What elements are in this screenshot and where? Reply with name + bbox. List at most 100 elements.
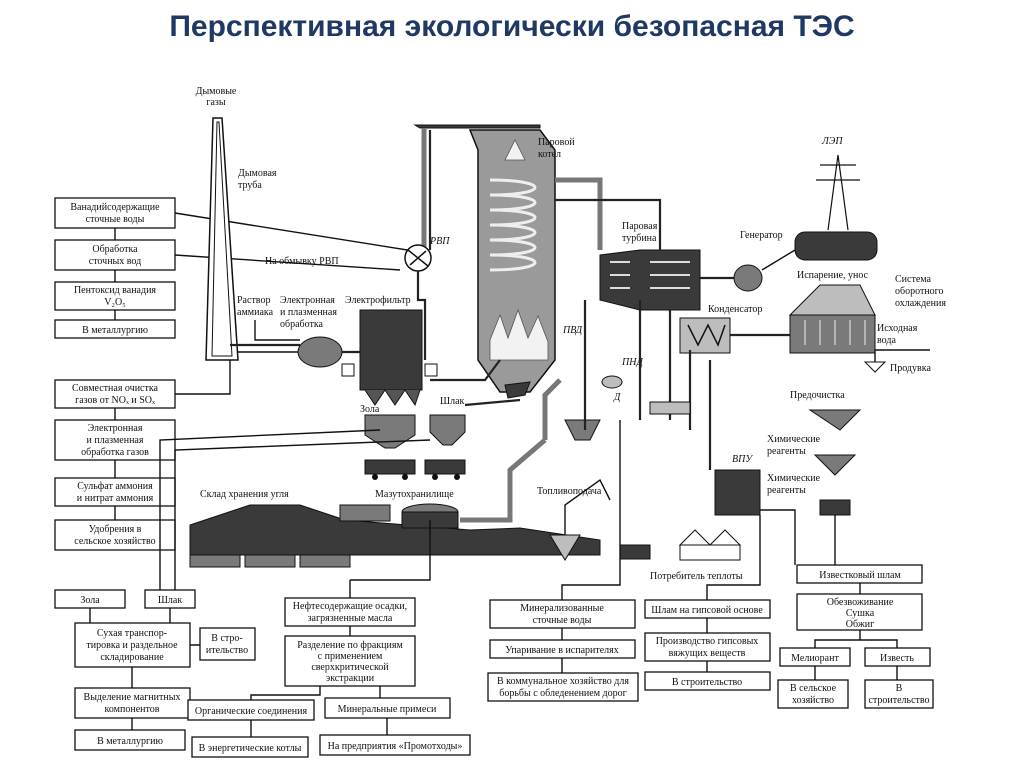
condenser-cooling: Конденсатор Испарение, унос Система обор…: [679, 270, 946, 374]
box-fertilizers: [54, 519, 176, 551]
chimney-line2: труба: [238, 180, 262, 191]
pretreatment-label: Предочистка: [790, 390, 845, 401]
fuel-area: Склад хранения угля Мазутохранилище Топл…: [189, 378, 743, 582]
bottom-right: Минерализованные сточные воды Упаривание…: [487, 420, 934, 709]
dewatering-line3: Обжиг: [846, 619, 874, 630]
oil-sludge-line2: загрязненные масла: [308, 613, 393, 624]
box-fractionation: [284, 635, 416, 687]
line-cleaning-to-plasma: [175, 351, 300, 395]
lime-label: Известь: [880, 653, 914, 664]
steam-boiler-line2: котел: [538, 149, 561, 160]
cooling-line2: оборотного: [895, 286, 944, 297]
water-treatment: Предочистка Химические реагенты Химическ…: [562, 300, 862, 565]
d-label: Д: [613, 392, 621, 403]
cooling-line3: охлаждения: [895, 298, 946, 309]
joint-cleaning-line2: газов от NOₓ и SOₓ: [75, 395, 155, 406]
gypsum-sludge-label: Шлам на гипсовой основе: [651, 605, 763, 616]
electron-plasma-line2: и плазменная: [280, 307, 337, 318]
generator-label: Генератор: [740, 230, 783, 241]
bottom-mid-connectors: [250, 580, 388, 737]
chem-reagents-2-line2: реагенты: [767, 485, 806, 496]
ash-hopper: [364, 414, 416, 449]
fractionation-line2: с применением: [318, 651, 383, 662]
steam-boiler-line1: Паровой: [538, 137, 575, 148]
ash-truck: [364, 459, 416, 475]
in-construction-right-label: В строительство: [672, 677, 742, 688]
electron-plasma-line3: обработка: [280, 319, 324, 330]
electron-plasma-line1: Электронная: [280, 295, 335, 306]
box-agriculture: [777, 679, 849, 709]
pvd-label: ПВД: [562, 325, 583, 336]
power-line-label: ЛЭП: [821, 136, 843, 147]
dry-transport-line1: Сухая транспор-: [97, 628, 167, 639]
slag-truck: [424, 459, 466, 475]
box-promotkhody: [319, 734, 471, 756]
dewatering-line2: Сушка: [846, 608, 875, 619]
ammonia-line2: аммиака: [237, 307, 274, 318]
steam-turbine: [599, 249, 701, 311]
box-in-construction-left: [199, 627, 256, 661]
evaporation-label: Испарение, унос: [797, 270, 869, 281]
pnd-label: ПНД: [621, 357, 643, 368]
blowdown-label: Продувка: [890, 363, 931, 374]
vpu-label: ВПУ: [732, 454, 753, 465]
steam-turbine-line2: турбина: [622, 233, 657, 244]
source-water-line1: Исходная: [877, 323, 918, 334]
to-rvp-wash-label: На обмывку РВП: [265, 256, 339, 267]
vanadium-pentoxide-line1: Пентоксид ванадия: [74, 285, 156, 296]
vanadium-pentoxide-line2: V₂O₅: [104, 297, 125, 308]
mineralized-water-line2: сточные воды: [533, 615, 592, 626]
bottom-left-connectors: [89, 608, 200, 730]
flue-gases-line1: Дымовые: [196, 86, 237, 97]
line-to-gypsum: [706, 515, 761, 600]
electrofilter-body: [359, 309, 423, 391]
in-construction-left-line1: В стро-: [211, 633, 242, 644]
ammonia-line1: Раствор: [237, 295, 270, 306]
energy-boilers-label: В энергетические котлы: [199, 743, 302, 754]
box-communal: [487, 672, 639, 702]
fractionation-line3: сверхкритической: [311, 662, 389, 673]
agriculture-line2: хозяйство: [792, 695, 834, 706]
box-vanadium-water: [54, 197, 176, 229]
ash-bottom-label: Зола: [80, 595, 100, 606]
transformer: [794, 231, 878, 261]
box-vanadium-pentoxide: [54, 281, 176, 311]
gypsum-binders-line1: Производство гипсовых: [656, 636, 759, 647]
flue-gases-line2: газы: [206, 97, 225, 108]
oil-sludge-line1: Нефтесодержащие осадки,: [293, 601, 407, 612]
communal-line2: борьбы с обледенением дорог: [499, 688, 627, 699]
magnetic-line2: компонентов: [105, 704, 160, 715]
dewatering-line1: Обезвоживание: [827, 597, 894, 608]
box-construction: [864, 679, 934, 709]
chem-reagents-1-line2: реагенты: [767, 446, 806, 457]
generator: [733, 264, 763, 292]
agriculture-line1: В сельское: [790, 683, 837, 694]
cooling-tower: [789, 314, 876, 354]
ammonium-line2: и нитрат аммония: [77, 493, 154, 504]
ash-label: Зола: [360, 404, 380, 415]
vanadium-water-line2: сточные воды: [86, 214, 145, 225]
fuel-supply-label: Топливоподача: [537, 486, 602, 497]
plasma-treatment-line3: обработка газов: [81, 447, 149, 458]
source-water-line2: вода: [877, 335, 896, 346]
dry-transport-line2: тировка и раздельное: [86, 640, 178, 651]
slag-label: Шлак: [440, 396, 465, 407]
promotkhody-label: На предприятия «Промотходы»: [328, 741, 463, 752]
coal-storage-label: Склад хранения угля: [200, 489, 289, 500]
bottom-right-connectors: [561, 583, 898, 680]
bottom-mid: Нефтесодержащие осадки, загрязненные мас…: [187, 520, 471, 758]
fertilizers-line2: сельское хозяйство: [74, 536, 155, 547]
electrofilter-label: Электрофильтр: [345, 295, 411, 306]
coal-pile: [189, 504, 601, 556]
meliorant-label: Мелиорант: [791, 653, 839, 664]
box-gypsum-binders: [644, 632, 771, 662]
construction-line1: В: [896, 683, 903, 694]
left-chain: Ванадийсодержащие сточные воды Обработка…: [54, 197, 421, 551]
heat-truck: [619, 544, 651, 560]
slag-bottom-label: Шлак: [158, 595, 183, 606]
box-water-treatment: [54, 239, 176, 271]
organic-label: Органические соединения: [195, 706, 308, 717]
chem-reagents-2-line1: Химические: [767, 473, 821, 484]
box-to-metallurgy-bottom: [74, 729, 186, 751]
